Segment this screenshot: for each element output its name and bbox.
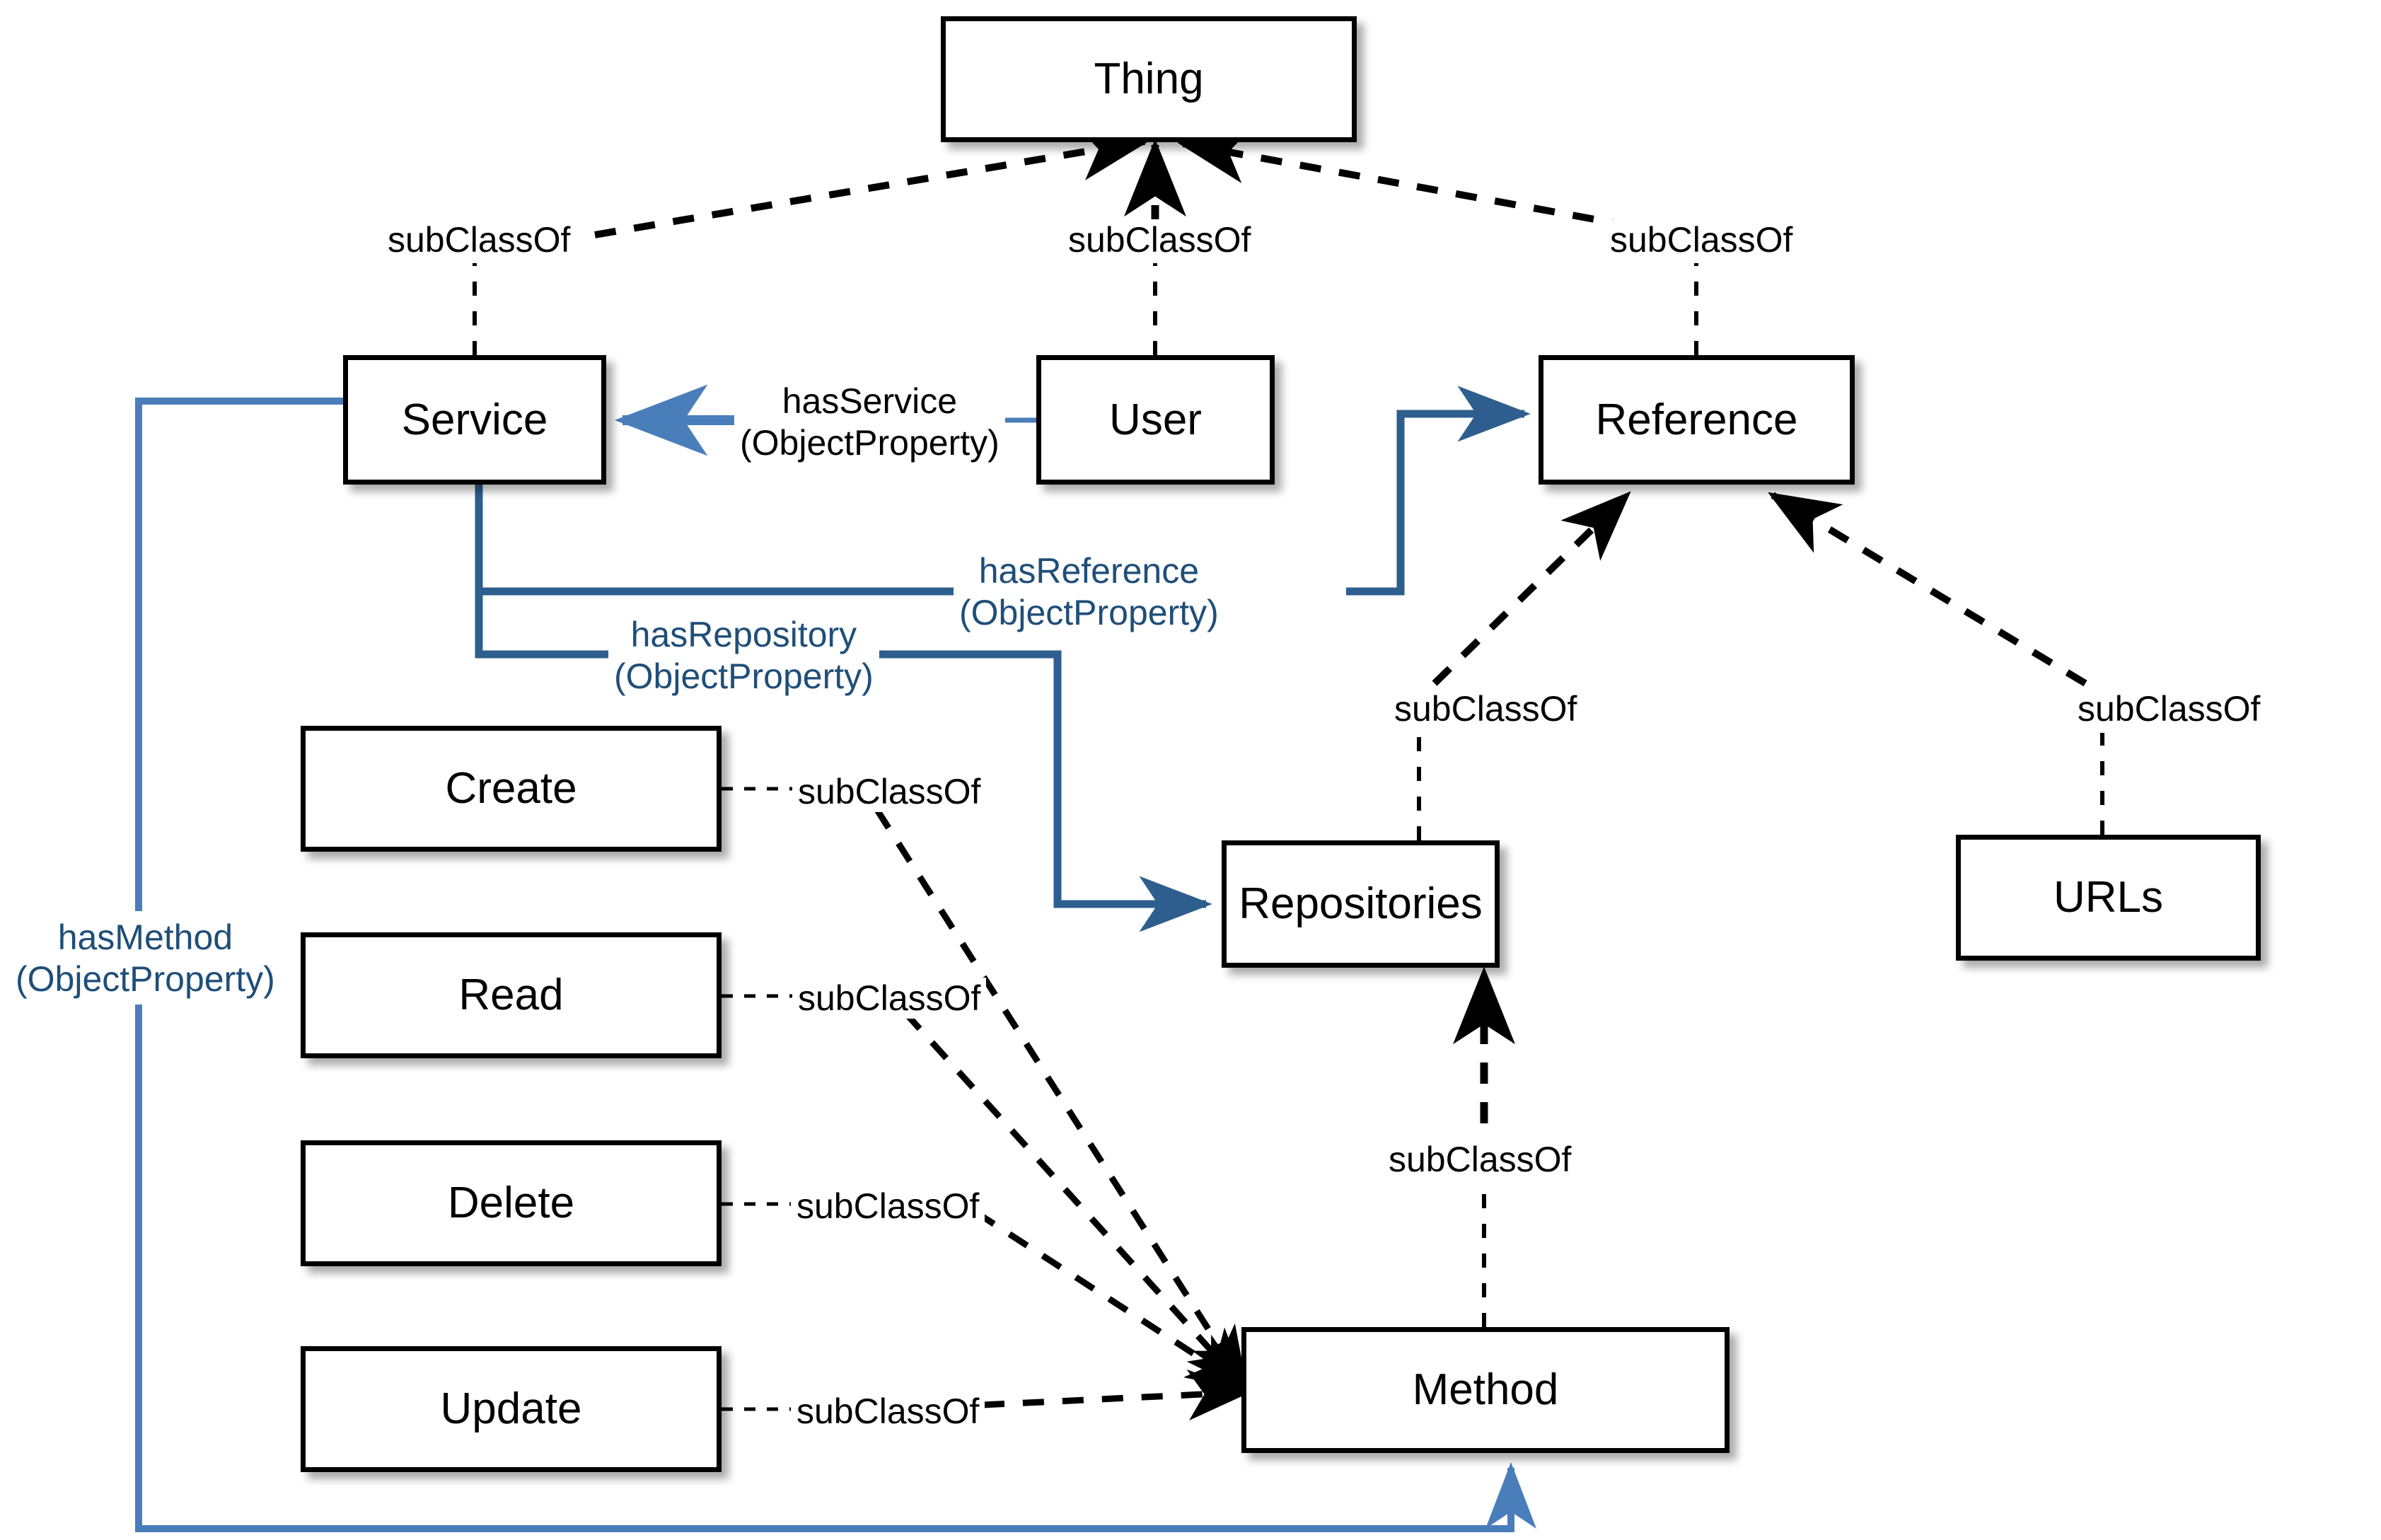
- edge-label-hasrepository-line1: hasRepository: [630, 615, 857, 654]
- edge-repositories-subclassof-reference: [1417, 491, 1631, 840]
- edge-label-hasreference-line1: hasReference: [978, 551, 1200, 591]
- edge-label-create-subclassof-method: subClassOf: [792, 771, 987, 812]
- edge-label-reference-subclassof-thing: subClassOf: [1604, 219, 1799, 260]
- edge-read-subclassof-method: [722, 994, 1249, 1392]
- node-create-label: Create: [445, 764, 577, 813]
- edge-urls-subclassof-reference: [1768, 492, 2104, 835]
- node-urls[interactable]: URLs: [1956, 835, 2261, 961]
- node-user-label: User: [1109, 395, 1202, 444]
- edge-service-hasrepository-repositories: [475, 485, 1212, 932]
- node-delete[interactable]: Delete: [301, 1140, 722, 1266]
- edge-label-method-subclassof-repositories: subClassOf: [1383, 1139, 1577, 1180]
- node-repositories-label: Repositories: [1239, 879, 1483, 928]
- node-read[interactable]: Read: [301, 932, 722, 1058]
- node-method-label: Method: [1412, 1365, 1559, 1414]
- edge-label-service-hasrepository-repositories: hasRepository (ObjectProperty): [608, 614, 879, 697]
- edge-label-hasmethod-line2: (ObjectProperty): [16, 959, 275, 999]
- node-user[interactable]: User: [1036, 355, 1275, 485]
- edge-label-service-subclassof-thing: subClassOf: [382, 219, 577, 260]
- edge-label-delete-subclassof-method: subClassOf: [791, 1186, 985, 1227]
- node-service[interactable]: Service: [343, 355, 606, 485]
- node-update-label: Update: [440, 1384, 582, 1433]
- edge-reference-subclassof-thing: [1177, 127, 1698, 355]
- edge-update-subclassof-method: [722, 1370, 1252, 1420]
- edge-label-urls-subclassof-reference: subClassOf: [2072, 688, 2266, 729]
- node-thing[interactable]: Thing: [941, 16, 1357, 142]
- node-read-label: Read: [458, 971, 564, 1019]
- edge-service-subclassof-thing: [473, 124, 1150, 355]
- edge-service-hasmethod-method: [135, 398, 1537, 1532]
- node-urls-label: URLs: [2053, 873, 2164, 922]
- node-service-label: Service: [401, 395, 548, 444]
- edge-label-user-subclassof-thing: subClassOf: [1062, 219, 1257, 260]
- node-reference[interactable]: Reference: [1539, 355, 1855, 485]
- node-update[interactable]: Update: [301, 1346, 722, 1472]
- node-thing-label: Thing: [1094, 54, 1204, 103]
- edge-create-subclassof-method: [722, 787, 1248, 1391]
- edge-label-service-hasmethod-method: hasMethod (ObjectProperty): [10, 917, 281, 1000]
- edge-label-hasreference-line2: (ObjectProperty): [959, 593, 1219, 632]
- edge-label-read-subclassof-method: subClassOf: [792, 978, 987, 1019]
- edge-label-user-hasservice-service: hasService (ObjectProperty): [734, 381, 1005, 464]
- node-repositories[interactable]: Repositories: [1222, 840, 1500, 968]
- node-delete-label: Delete: [447, 1179, 575, 1227]
- edge-label-service-hasreference-reference: hasReference (ObjectProperty): [954, 550, 1224, 634]
- edge-delete-subclassof-method: [722, 1202, 1251, 1391]
- node-create[interactable]: Create: [301, 726, 722, 852]
- edge-label-hasservice-line2: (ObjectProperty): [740, 423, 1000, 463]
- edge-label-hasservice-line1: hasService: [782, 381, 958, 421]
- node-method[interactable]: Method: [1241, 1327, 1730, 1453]
- edge-label-repositories-subclassof-reference: subClassOf: [1389, 688, 1583, 729]
- edge-label-update-subclassof-method: subClassOf: [791, 1391, 985, 1432]
- node-reference-label: Reference: [1595, 395, 1798, 444]
- edge-label-hasrepository-line2: (ObjectProperty): [614, 656, 874, 696]
- edge-label-hasmethod-line1: hasMethod: [57, 917, 233, 957]
